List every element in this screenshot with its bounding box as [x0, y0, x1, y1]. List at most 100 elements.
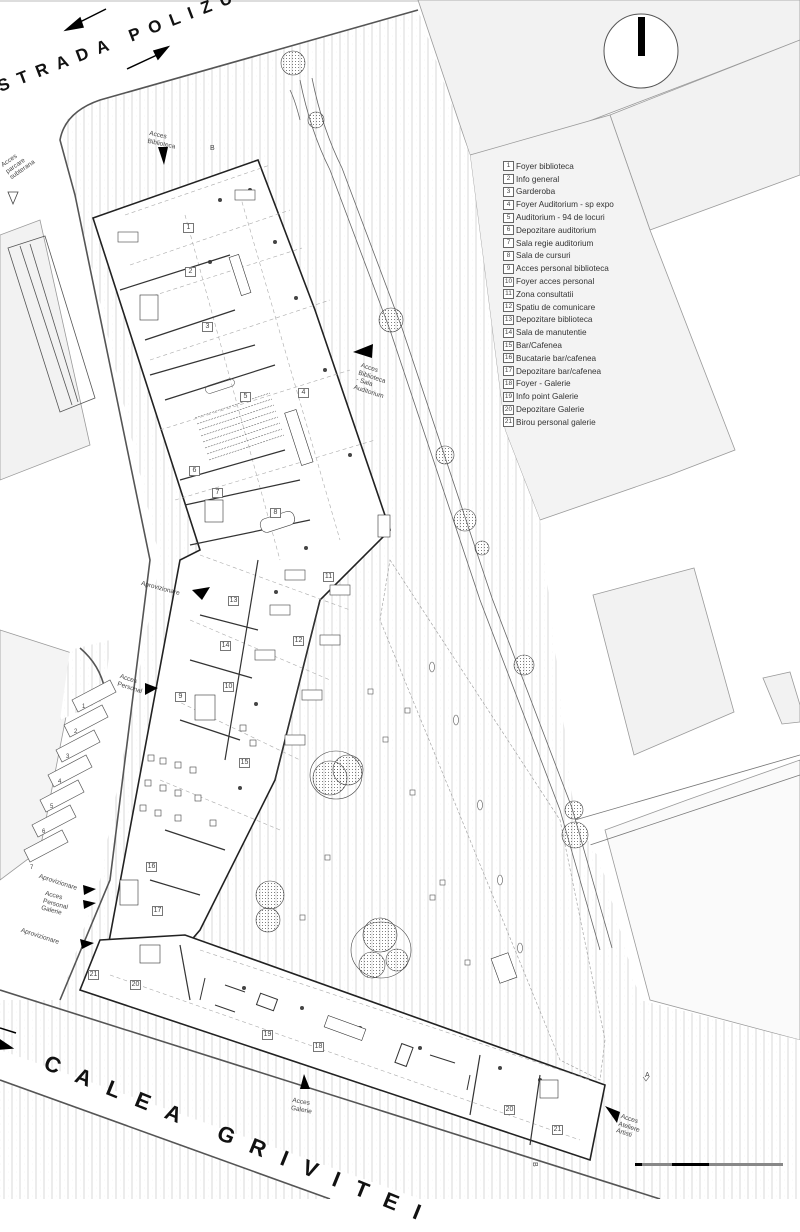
- parking-number: 3: [66, 754, 70, 760]
- legend-number: 14: [503, 327, 514, 338]
- plaza-outline: [379, 559, 606, 1081]
- traffic-arrow-east: [126, 45, 171, 70]
- interior-walls: [119, 254, 541, 1146]
- parking-bays: [23, 679, 117, 863]
- room-tag-20: 20: [130, 980, 141, 990]
- curb-lines: [0, 9, 661, 1199]
- legend-label: Acces personal biblioteca: [516, 264, 609, 274]
- traffic-arrow-west: [63, 8, 107, 32]
- room-tag-16: 16: [146, 862, 157, 872]
- room-tag-13: 13: [228, 596, 239, 606]
- legend-label: Info point Galerie: [516, 392, 579, 402]
- building-gallery: [78, 934, 606, 1162]
- legend-label: Sala regie auditorium: [516, 238, 594, 248]
- legend-number: 10: [503, 276, 514, 287]
- legend-number: 9: [503, 263, 514, 274]
- room-tag-14: 14: [220, 641, 231, 651]
- room-tag-21-east: 21: [552, 1125, 563, 1135]
- parking-access-marker: [7, 191, 19, 206]
- legend-number: 16: [503, 353, 514, 364]
- trees-row: [280, 50, 589, 849]
- scale-bar: [635, 1163, 783, 1166]
- gallery-furniture: [199, 977, 471, 1091]
- room-tag-18: 18: [313, 1042, 324, 1052]
- parking-number: 4: [58, 779, 62, 785]
- legend-label: Zona consultatii: [516, 289, 574, 299]
- legend-label: Garderoba: [516, 187, 556, 197]
- legend-label: Depozitare auditorium: [516, 225, 597, 235]
- room-tag-19: 19: [262, 1030, 273, 1040]
- legend-number: 2: [503, 174, 514, 185]
- room-tag-20-east: 20: [504, 1105, 515, 1115]
- tree-path: [289, 77, 613, 951]
- room-tag-2: 2: [185, 267, 196, 277]
- legend-label: Bar/Cafenea: [516, 341, 562, 351]
- room-tag-1: 1: [183, 223, 194, 233]
- legend-label: Foyer Auditorium - sp expo: [516, 200, 614, 210]
- road-lines-east: [574, 754, 800, 846]
- legend-label: Birou personal galerie: [516, 417, 596, 427]
- legend-number: 18: [503, 378, 514, 389]
- reading-tables: [117, 189, 351, 746]
- legend-label: Depozitare Galerie: [516, 405, 585, 415]
- parking-number: 2: [74, 729, 78, 735]
- room-tag-12: 12: [293, 636, 304, 646]
- traffic-arrow-grivitei: [0, 1027, 17, 1050]
- parking-number: 1: [82, 704, 86, 710]
- legend-label: Bucatarie bar/cafenea: [516, 353, 597, 363]
- section-mark-a-label: A: [645, 1072, 650, 1079]
- access-markers: [80, 147, 620, 1123]
- legend-label: Sala de cursuri: [516, 251, 571, 261]
- legend-label: Auditorium - 94 de locuri: [516, 213, 605, 223]
- legend-number: 20: [503, 404, 514, 415]
- legend-number: 8: [503, 250, 514, 261]
- room-tag-9: 9: [175, 692, 186, 702]
- room-tag-6: 6: [189, 466, 200, 476]
- neighbor-buildings: [0, 0, 800, 1041]
- room-tag-17: 17: [152, 906, 163, 916]
- stairs: [119, 254, 559, 1099]
- legend-number: 4: [503, 199, 514, 210]
- room-tag-8: 8: [270, 508, 281, 518]
- trees-plaza: [255, 750, 412, 979]
- legend-label: Foyer - Galerie: [516, 379, 571, 389]
- room-tag-21: 21: [88, 970, 99, 980]
- room-tag-15: 15: [239, 758, 250, 768]
- ramp-west: [7, 235, 96, 413]
- legend-number: 15: [503, 340, 514, 351]
- room-tag-3: 3: [202, 322, 213, 332]
- legend-label: Spatiu de comunicare: [516, 302, 596, 312]
- site-plan: [0, 0, 800, 1199]
- legend-label: Foyer biblioteca: [516, 161, 574, 171]
- section-mark-b-south: B: [531, 1162, 538, 1167]
- room-tag-4: 4: [298, 388, 309, 398]
- room-tag-11: 11: [323, 572, 334, 582]
- legend-number: 3: [503, 186, 514, 197]
- legend-number: 1: [503, 161, 514, 172]
- plaza-objects: [299, 661, 523, 966]
- section-mark-a: [642, 1076, 650, 1082]
- room-tag-7: 7: [212, 488, 223, 498]
- room-tag-10: 10: [223, 682, 234, 692]
- cafe-tables: [139, 724, 257, 827]
- auditorium-seats: [194, 378, 285, 461]
- section-mark-b-north: B: [210, 145, 215, 152]
- room-tag-5: 5: [240, 392, 251, 402]
- legend-label: Depozitare biblioteca: [516, 315, 593, 325]
- legend-label: Depozitare bar/cafenea: [516, 366, 602, 376]
